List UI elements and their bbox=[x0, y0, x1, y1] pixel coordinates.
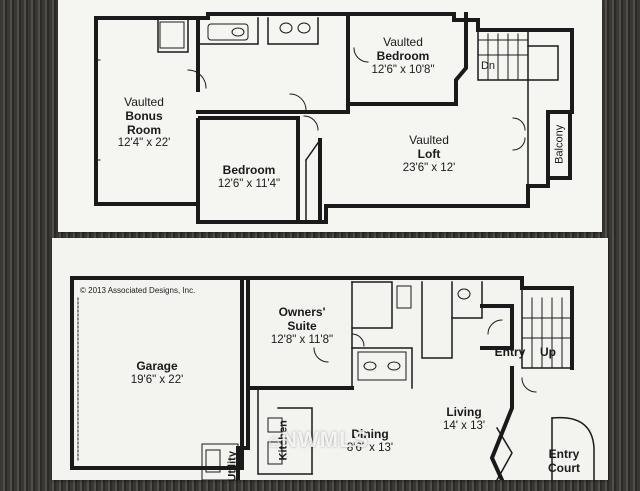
utility-label: Utility bbox=[226, 451, 239, 482]
balcony-label: Balcony bbox=[553, 124, 566, 164]
upper-floor-walls bbox=[94, 12, 574, 224]
garage-label: Garage 19'6" x 22' bbox=[130, 359, 184, 386]
copyright-notice: © 2013 Associated Designs, Inc. bbox=[80, 286, 196, 295]
upper-floor-plan-sheet: Vaulted Bonus Room 12'4" x 22' Vaulted B… bbox=[58, 0, 602, 232]
stair-down-label: Dn bbox=[480, 60, 496, 72]
bonus-room-label: Vaulted Bonus Room 12'4" x 22' bbox=[117, 95, 171, 150]
stair-up-label: Up bbox=[540, 345, 556, 359]
dining-label: Dining 8'6" x 13' bbox=[346, 427, 394, 454]
vaulted-bedroom-label: Vaulted Bedroom 12'6" x 10'8" bbox=[371, 35, 435, 76]
owners-suite-label: Owners' Suite 12'8" x 11'8" bbox=[270, 305, 334, 346]
entry-court-label: Entry Court bbox=[548, 447, 580, 475]
nwmls-watermark: ⌂NWMLS bbox=[268, 427, 370, 452]
main-floor-plan-sheet: © 2013 Associated Designs, Inc. Garage 1… bbox=[52, 238, 608, 482]
entry-label: Entry bbox=[494, 345, 526, 359]
house-logo-icon: ⌂ bbox=[268, 430, 282, 452]
loft-label: Vaulted Loft 23'6" x 12' bbox=[402, 133, 456, 174]
main-floor-walls bbox=[70, 276, 595, 480]
bedroom-label: Bedroom 12'6" x 11'4" bbox=[217, 163, 281, 190]
living-label: Living 14' x 13' bbox=[442, 405, 486, 432]
